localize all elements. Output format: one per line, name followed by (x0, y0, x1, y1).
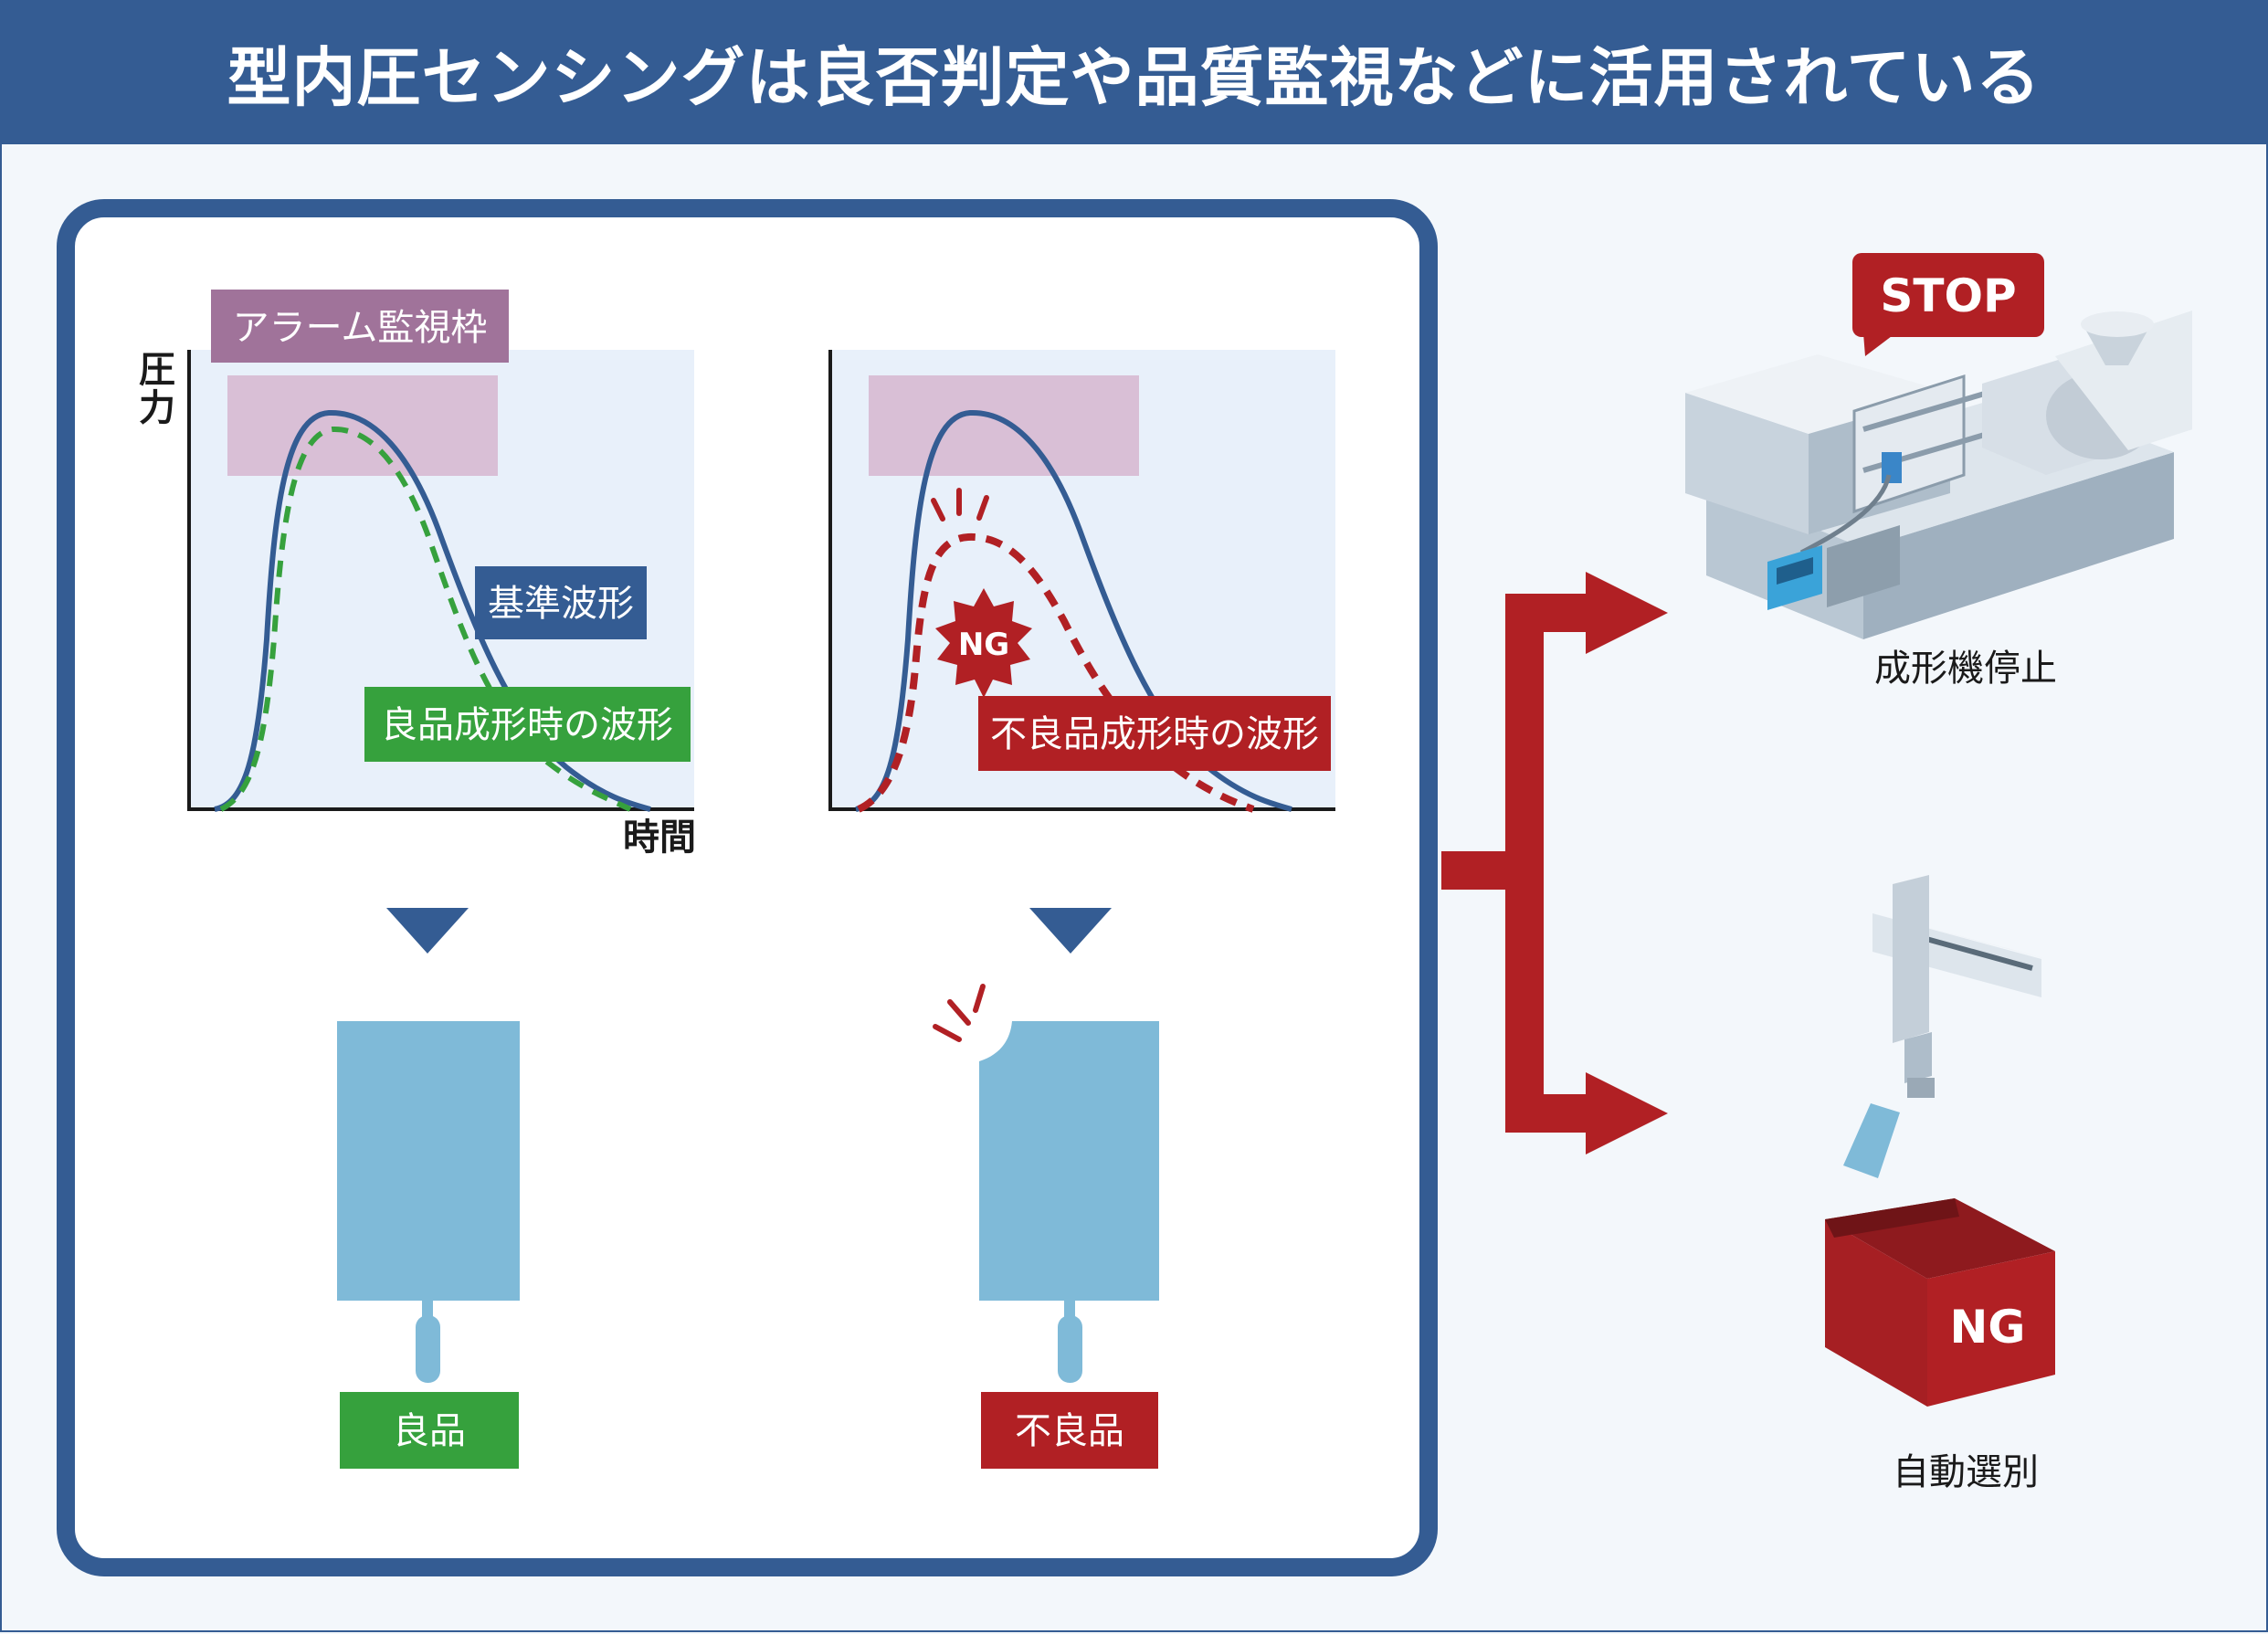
left-chart-axes (187, 350, 694, 811)
bad-wave (857, 532, 1255, 813)
bad-product-alert-ticks (933, 984, 986, 1042)
y-axis-label-line2: 力 (139, 387, 175, 429)
right-chart-alert-ticks (931, 488, 989, 522)
right-chart: NG 不良品成形時の波形 (828, 350, 1335, 813)
bad-wave-label: 不良品成形時の波形 (990, 713, 1319, 755)
left-alarm-band (227, 375, 498, 476)
ng-badge: NG (958, 627, 1009, 663)
ng-starburst: NG (935, 588, 1032, 698)
right-down-arrow (1029, 908, 1112, 954)
robot-arm-illustration (1843, 875, 2046, 1178)
outer-frame (0, 144, 2268, 1632)
reference-label-box (475, 566, 647, 639)
x-axis-label: 時間 (623, 817, 696, 859)
right-alarm-band (869, 375, 1139, 476)
good-product (337, 1021, 520, 1383)
good-label-box (340, 1392, 519, 1469)
machine-stop-label: 成形機停止 (1874, 648, 2057, 690)
molding-machine-illustration (1685, 311, 2192, 639)
page-title: 型内圧センシングは良否判定や品質監視などに活用されている (227, 39, 2041, 115)
reference-wave (214, 409, 651, 812)
title-bar: 型内圧センシングは良否判定や品質監視などに活用されている (0, 0, 2268, 144)
stop-bubble (1852, 253, 2044, 356)
bad-product (979, 1021, 1159, 1383)
alarm-label: アラーム監視枠 (233, 307, 488, 349)
branch-arrow (1441, 572, 1668, 1154)
auto-sort-label: 自動選別 (1893, 1451, 2039, 1493)
good-wave (219, 426, 632, 812)
good-wave-label: 良品成形時の波形 (381, 704, 673, 746)
good-wave-label-box (364, 687, 691, 762)
ng-bin (1825, 1198, 2055, 1407)
good-label: 良品 (393, 1410, 466, 1452)
reference-label: 基準波形 (488, 583, 634, 625)
left-chart: アラーム監視枠 圧 力 時間 基準波形 良品成形時の波形 (139, 290, 696, 859)
bad-label: 不良品 (1015, 1410, 1124, 1452)
alarm-label-box (211, 290, 509, 363)
stop-text: STOP (1880, 269, 2016, 322)
ng-bin-label: NG (1950, 1301, 2026, 1354)
left-down-arrow (386, 908, 469, 954)
bad-label-box (981, 1392, 1158, 1469)
y-axis-label-line1: 圧 (139, 349, 175, 391)
bad-wave-label-box (978, 696, 1331, 771)
right-chart-axes (828, 350, 1335, 811)
